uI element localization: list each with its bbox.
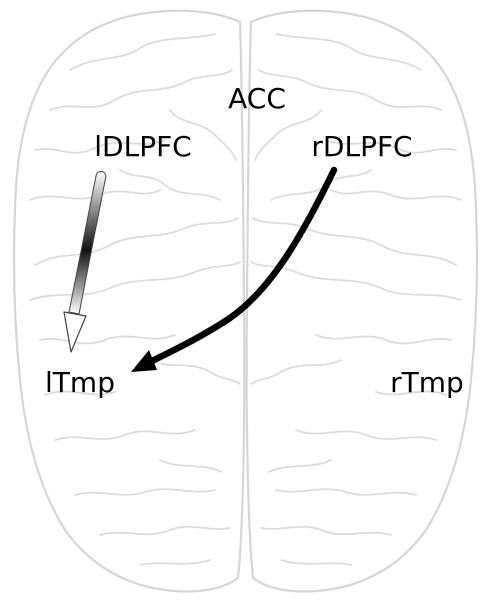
brain-gyri bbox=[29, 33, 462, 566]
arrow-ldlpfc-to-ltmp bbox=[63, 171, 107, 353]
right-hemisphere bbox=[245, 9, 479, 593]
brain-outline bbox=[12, 9, 479, 593]
left-hemisphere bbox=[12, 9, 246, 593]
label-rdlpfc: rDLPFC bbox=[311, 130, 412, 163]
arrow-ldlpfc-shaft bbox=[68, 171, 107, 315]
arrow-rdlpfc-head bbox=[131, 350, 157, 372]
label-acc: ACC bbox=[228, 82, 286, 115]
arrow-rdlpfc-to-ltmp bbox=[131, 166, 338, 372]
arrow-rdlpfc-shaft bbox=[146, 166, 338, 366]
label-ldlpfc: lDLPFC bbox=[94, 130, 191, 163]
label-rtmp: rTmp bbox=[390, 366, 464, 399]
arrow-ldlpfc-head bbox=[63, 311, 87, 353]
label-ltmp: lTmp bbox=[45, 366, 115, 399]
